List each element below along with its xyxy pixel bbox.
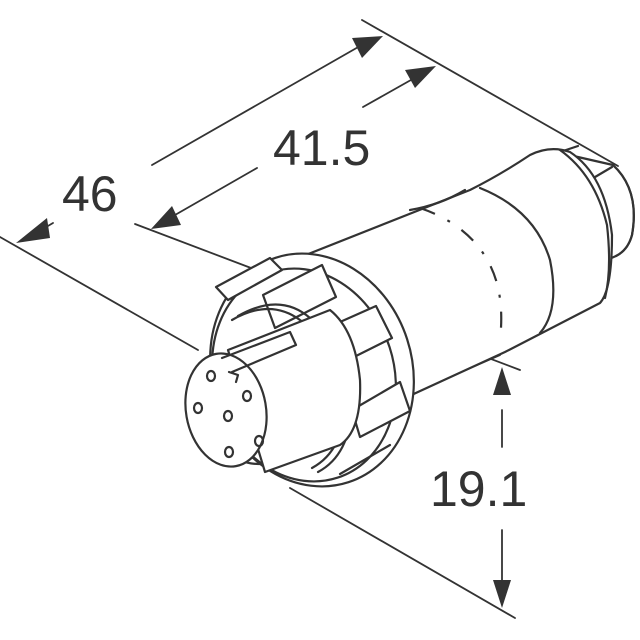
arrow-head-icon [16,218,50,243]
contact-holes [192,369,265,459]
contact-hole [223,445,235,459]
dimension-41-5: 41.5 [151,66,436,229]
dimension-46: 46 [16,36,383,243]
contact-hole [192,401,204,415]
dimension-19-1: 19.1 [430,367,527,608]
contact-hole [222,409,234,423]
contact-hole [241,389,253,403]
dimension-label-41-5: 41.5 [273,120,370,176]
dimension-label-46: 46 [62,166,118,222]
arrow-head-icon [151,206,181,229]
dimension-label-19-1: 19.1 [430,461,527,517]
arrow-head-icon [352,36,383,58]
arrow-head-icon [405,66,436,88]
arrow-head-icon [493,367,511,395]
front-insert [184,308,362,474]
arrow-head-icon [493,580,511,608]
contact-hole [205,369,217,383]
contact-hole [253,434,265,448]
